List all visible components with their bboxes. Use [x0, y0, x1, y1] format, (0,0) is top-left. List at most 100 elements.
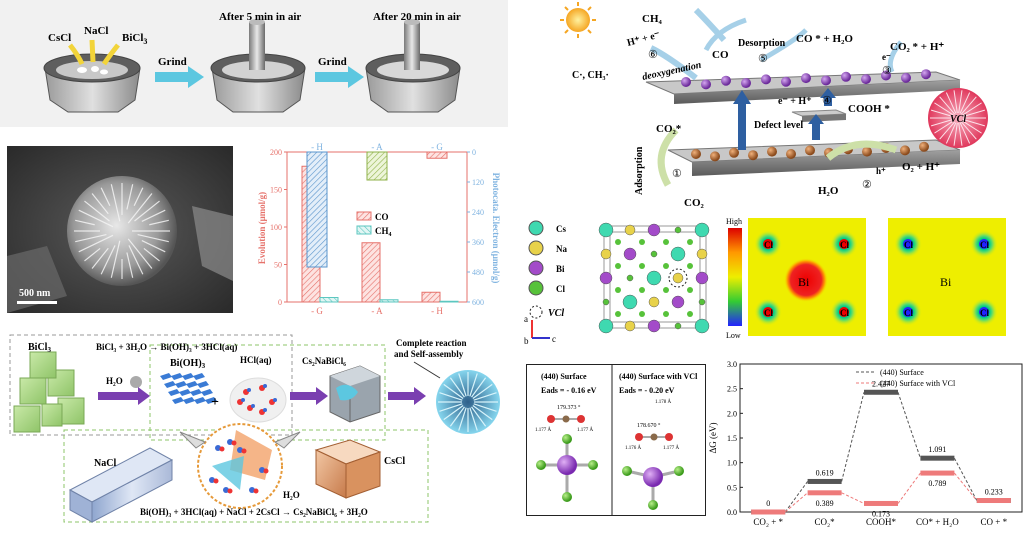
bar-ytick-left-2: 100: [270, 223, 282, 232]
nacl-label: NaCl: [94, 458, 116, 469]
grind-arrow-2: [315, 66, 364, 88]
vcl-flower: [928, 88, 988, 148]
map-left-bi: Bi: [798, 275, 810, 289]
num2: ②: [862, 179, 872, 191]
mechanism-svg: CH₄ H⁺ + e⁻ ⑥ C·, CH₃· deoxygenation CO …: [560, 2, 988, 209]
colorbar-low: Low: [726, 331, 741, 340]
o2h-label: O₂ + H⁺: [902, 161, 940, 173]
self-assembly: and Self-assembly: [394, 349, 464, 359]
sem-svg: 500 nm: [7, 146, 233, 313]
map-right-cl-4: Cl: [980, 308, 989, 318]
energy-level-s1-3: [920, 470, 955, 476]
defect-label: Defect level: [754, 120, 803, 131]
bicl3-text: BiCl3: [28, 342, 51, 354]
energy-link-s0-3: [897, 392, 921, 459]
colorbar-high: High: [726, 217, 742, 226]
energy-link-s0-1: [784, 481, 809, 513]
sun-icon: [560, 2, 596, 38]
arrow-h2o: [98, 387, 150, 405]
energy-xtick-4: CO + *: [981, 517, 1008, 527]
h-plus-label: h⁺: [876, 166, 886, 176]
energy-legend-2: (440) Surface with VCl: [880, 379, 956, 388]
co2star-label: CO₂*: [656, 123, 682, 135]
e-h-label: e⁻ + H⁺: [778, 96, 811, 107]
energy-label-s1-0: 0: [766, 499, 770, 508]
crystal-legend-3: Cl: [556, 284, 565, 294]
crystal-legend-1: Na: [556, 244, 567, 254]
bar-co-2: [421, 291, 441, 303]
bar-ch4-2: [439, 300, 459, 303]
bar-ytick-left-4: 200: [270, 148, 282, 157]
defect-arrow: [808, 114, 824, 140]
map-left-cl-3: Cl: [764, 308, 773, 318]
axis-triad: a c b: [524, 314, 556, 346]
grinding-panel: CsCl NaCl BiCl3 Grind After 5 min in air…: [0, 0, 508, 127]
map-left-cl-1: Cl: [764, 240, 773, 250]
ads-right-cluster: [622, 466, 684, 510]
adsorption-panel: (440) Surface Eads = - 0.16 eV 179.373 °…: [526, 364, 706, 516]
energy-xtick-1: CO₂*: [815, 517, 836, 527]
complete-reaction: Complete reaction: [396, 338, 467, 348]
cooh-label: COOH *: [848, 103, 890, 115]
mechanism-panel: CH₄ H⁺ + e⁻ ⑥ C·, CH₃· deoxygenation CO …: [556, 0, 1024, 215]
map-left-cl-2: Cl: [840, 240, 849, 250]
energy-link-s1-3: [897, 472, 921, 504]
adsorption-label: Adsorption: [634, 146, 645, 195]
axis-b: b: [524, 336, 529, 346]
ads-left-b2: 1.177 Å: [577, 427, 594, 433]
bar-ytick-right-4: 480: [472, 268, 484, 277]
energy-ytick-3: 1.5: [727, 434, 737, 443]
ads-right-angle: 178.670 °: [637, 422, 661, 429]
co-label: CO: [712, 49, 729, 61]
ads-left-molecule: [547, 415, 585, 423]
energy-xtick-3: CO* + H₂O: [916, 517, 959, 527]
charge-maps-svg: High Low Bi Cl Cl Cl Cl Bi Cl Cl Cl Cl: [726, 217, 1006, 340]
bar-legend: CO CH4: [356, 211, 392, 238]
sem-panel: 500 nm: [7, 146, 233, 313]
arrow-deox: [649, 45, 698, 81]
energy-level-s0-3: [920, 455, 955, 461]
arrow-adsorption: [657, 127, 679, 187]
energy-label-s1-3: 1.091: [928, 445, 946, 454]
bar-toptick-2: - G: [431, 142, 443, 152]
bar-ytick-right-3: 360: [472, 238, 484, 247]
ads-right-b1: 1.176 Å: [625, 445, 642, 451]
nacl-label: NaCl: [84, 25, 108, 37]
map-right-cl-1: Cl: [904, 240, 913, 250]
ads-right-b2: 1.177 Å: [663, 445, 680, 451]
bar-xtick-0: - G: [311, 306, 323, 315]
num5: ⑤: [758, 53, 768, 65]
energy-link-s1-2: [841, 492, 865, 504]
grind-label-2: Grind: [318, 56, 347, 68]
bar-ytick-right-2: 240: [472, 208, 484, 217]
h2o-label: H₂O: [106, 376, 123, 386]
energy-level-s0-2: [864, 389, 898, 395]
co-h2o-label: CO * + H₂O: [796, 33, 853, 45]
cscl-label: CsCl: [48, 32, 71, 44]
map-left-cl-4: Cl: [840, 308, 849, 318]
crystal-legend-2: Bi: [556, 264, 565, 274]
after20-label: After 20 min in air: [373, 11, 461, 23]
axis-c: c: [552, 334, 556, 344]
vcl-label: VCl: [950, 114, 966, 125]
energy-label-s1-2: 2.427: [872, 379, 890, 388]
energy-ytick-2: 1.0: [727, 459, 737, 468]
ads-left-title: (440) Surface: [541, 372, 587, 381]
bicl3-cubes: [13, 351, 85, 433]
axis-a: a: [524, 314, 528, 324]
map-right-cl-2: Cl: [980, 240, 989, 250]
bar-electron-2: [306, 151, 328, 268]
plus-sign: +: [211, 395, 219, 410]
eq-bottom: Bi(OH)₃ + 3HCl(aq) + NaCl + 2CsCl → Cs₂N…: [140, 507, 368, 517]
energy-level-s1-4: [976, 498, 1011, 504]
bar-electron-1: [366, 151, 388, 181]
colorbar: [728, 228, 742, 326]
energy-level-s1-2: [864, 500, 898, 506]
energy-ytick-6: 3.0: [727, 360, 737, 369]
bar-xtick-2: - H: [431, 306, 443, 315]
grind-label-1: Grind: [158, 56, 187, 68]
eq-top: BiCl₃ + 3H₂O → Bi(OH)₃ + 3HCl(aq): [96, 342, 237, 352]
